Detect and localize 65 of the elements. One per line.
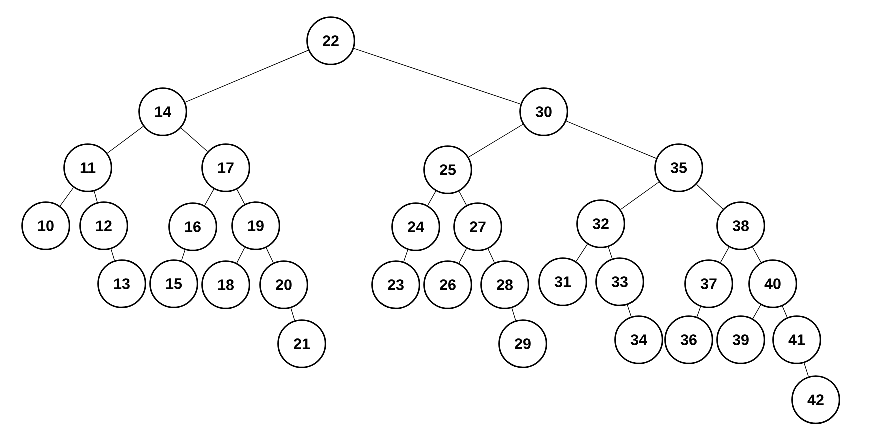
- tree-node: 28: [480, 260, 530, 310]
- tree-edge: [720, 247, 730, 263]
- tree-node: 16: [168, 202, 218, 252]
- tree-node: 14: [138, 88, 188, 136]
- tree-node: 21: [278, 320, 326, 368]
- tree-node: 34: [614, 316, 664, 364]
- tree-edge: [488, 248, 496, 264]
- tree-edge: [290, 308, 296, 321]
- tree-edge: [204, 188, 214, 206]
- tree-node: 40: [748, 260, 798, 308]
- tree-edge: [180, 128, 208, 152]
- tree-node: 22: [306, 16, 356, 66]
- tree-edge: [458, 248, 468, 264]
- tree-node: 30: [520, 88, 568, 136]
- tree-edge: [428, 190, 436, 206]
- tree-node: 24: [392, 202, 440, 252]
- tree-edge: [459, 191, 467, 206]
- tree-node: 19: [232, 202, 280, 250]
- tree-edge: [236, 189, 246, 205]
- tree-node: 41: [772, 316, 822, 364]
- tree-node: 36: [664, 316, 714, 364]
- tree-edge: [782, 306, 788, 318]
- tree-edge: [354, 48, 522, 105]
- tree-node: 10: [22, 202, 70, 250]
- tree-edge: [185, 50, 309, 103]
- tree-edge: [696, 306, 702, 318]
- tree-edge: [404, 250, 408, 262]
- tree-edge: [804, 362, 809, 378]
- tree-edge: [752, 304, 762, 320]
- tree-edge: [94, 191, 98, 203]
- tree-node: 39: [716, 316, 766, 364]
- tree-node: 26: [424, 260, 472, 310]
- tree-node: 25: [424, 146, 472, 194]
- tree-node: 15: [150, 260, 198, 308]
- tree-node: 32: [576, 200, 626, 248]
- tree-node: 27: [454, 202, 502, 252]
- tree-node: 33: [596, 258, 644, 306]
- tree-edge: [512, 308, 516, 321]
- tree-node: 31: [538, 258, 588, 306]
- tree-edge: [752, 247, 762, 263]
- tree-edge: [107, 126, 144, 154]
- tree-node: 12: [80, 202, 128, 250]
- tree-edge: [468, 124, 524, 158]
- tree-node: 35: [654, 144, 704, 192]
- tree-node: 20: [260, 260, 308, 310]
- tree-node: 17: [202, 144, 250, 192]
- tree-edge: [696, 184, 724, 210]
- tree-edge: [60, 187, 74, 207]
- tree-edge: [566, 121, 657, 159]
- tree-node: 13: [98, 260, 146, 308]
- tree-node: 23: [372, 260, 420, 310]
- tree-edge: [266, 248, 274, 264]
- tree-edge: [627, 304, 632, 318]
- tree-node: 38: [716, 202, 766, 250]
- tree-edge: [181, 250, 186, 262]
- tree-node: 11: [64, 144, 112, 192]
- tree-edge: [576, 244, 588, 262]
- tree-edge: [620, 182, 660, 210]
- tree-node: 29: [498, 320, 548, 368]
- tree-node: 18: [202, 260, 250, 310]
- tree-edge: [236, 247, 246, 264]
- tree-node: 37: [684, 260, 734, 308]
- tree-edge: [110, 248, 116, 262]
- tree-edge: [608, 246, 613, 260]
- tree-node: 42: [792, 376, 840, 424]
